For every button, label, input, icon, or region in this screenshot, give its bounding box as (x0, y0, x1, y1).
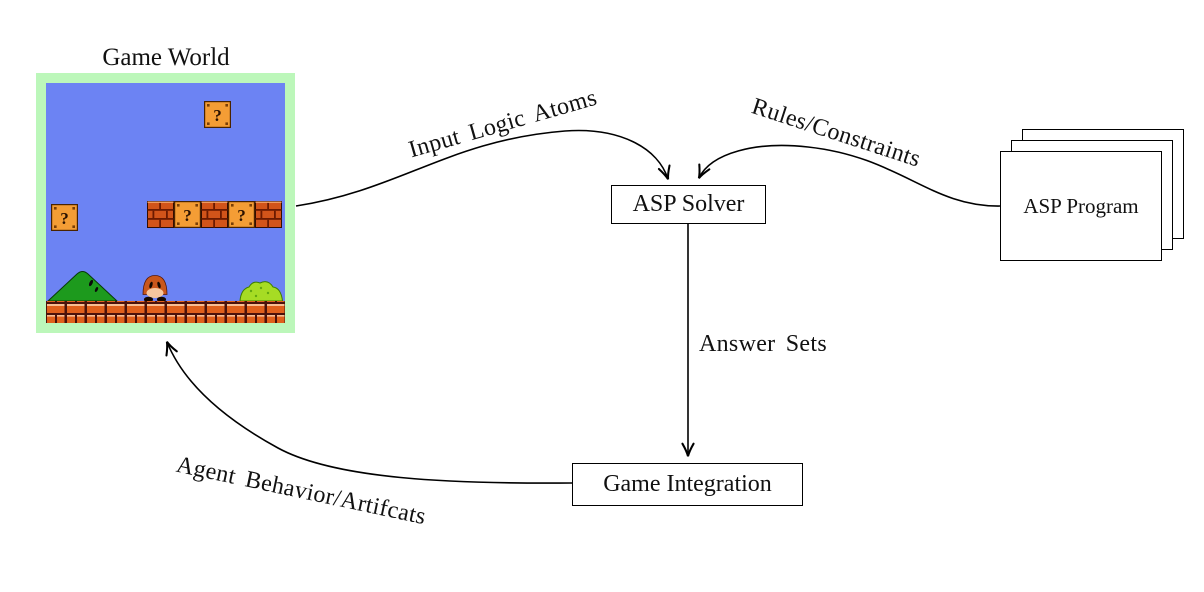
edge-rules-constraints (697, 144, 1001, 207)
bush-sprite (239, 281, 284, 302)
hill-sprite (46, 271, 119, 302)
hill-mark (94, 287, 99, 292)
asp-solver-label: ASP Solver (632, 191, 745, 217)
question-block (228, 201, 255, 228)
edge-input-logic-atoms (295, 129, 671, 207)
brick-block (147, 201, 174, 228)
game-world-screenshot: ? (46, 83, 285, 323)
node-game-integration: Game Integration (572, 463, 803, 506)
brick-block (255, 201, 282, 228)
goomba-sprite (142, 275, 168, 303)
game-world-title: Game World (102, 44, 230, 71)
game-world-frame: ? (36, 73, 295, 333)
game-integration-label: Game Integration (603, 471, 772, 497)
node-asp-solver: ASP Solver (611, 185, 766, 224)
edge-agent-behavior (165, 341, 573, 484)
question-block (50, 204, 79, 231)
question-block (174, 201, 201, 228)
ground-bricks (46, 301, 285, 323)
question-block (204, 100, 231, 129)
brick-block (201, 201, 228, 228)
edge-label-answer-sets: Answer Sets (699, 331, 827, 357)
node-asp-program: ASP Program (1000, 151, 1162, 261)
hill-mark (88, 279, 94, 287)
asp-program-label: ASP Program (1023, 193, 1139, 218)
